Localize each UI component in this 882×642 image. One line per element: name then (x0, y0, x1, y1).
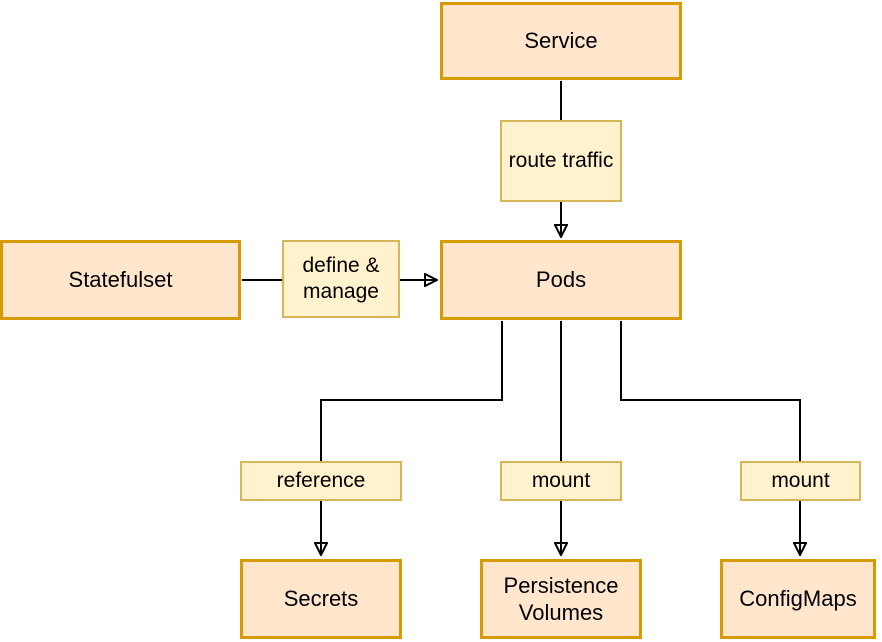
node-secrets-label: Secrets (283, 586, 359, 612)
node-service: Service (440, 2, 682, 80)
edge-label-reference-text: reference (276, 468, 366, 492)
edge-pods-to-secrets (321, 321, 503, 554)
node-configmaps-label: ConfigMaps (739, 586, 857, 612)
edge-label-route-traffic: route traffic (500, 120, 622, 202)
edge-label-reference: reference (240, 461, 402, 501)
node-configmaps: ConfigMaps (720, 559, 876, 639)
edge-label-define-manage: define & manage (282, 240, 400, 318)
edge-label-mount-pv-text: mount (531, 468, 591, 492)
edge-label-mount-cm-text: mount (771, 468, 830, 492)
edge-pods-to-configmaps (620, 321, 800, 554)
node-persistence-volumes: Persistence Volumes (480, 559, 642, 639)
edge-label-route-traffic-text: route traffic (508, 148, 614, 172)
node-secrets: Secrets (240, 559, 402, 639)
node-service-label: Service (524, 28, 598, 54)
node-persistence-volumes-label: Persistence Volumes (503, 572, 619, 626)
edge-label-mount-persistence-volumes: mount (500, 461, 622, 501)
node-statefulset-label: Statefulset (68, 267, 173, 293)
node-statefulset: Statefulset (0, 240, 241, 320)
node-pods: Pods (440, 240, 682, 320)
edge-label-define-manage-text: define & manage (302, 253, 380, 303)
node-pods-label: Pods (535, 267, 587, 293)
edge-label-mount-configmaps: mount (740, 461, 861, 501)
